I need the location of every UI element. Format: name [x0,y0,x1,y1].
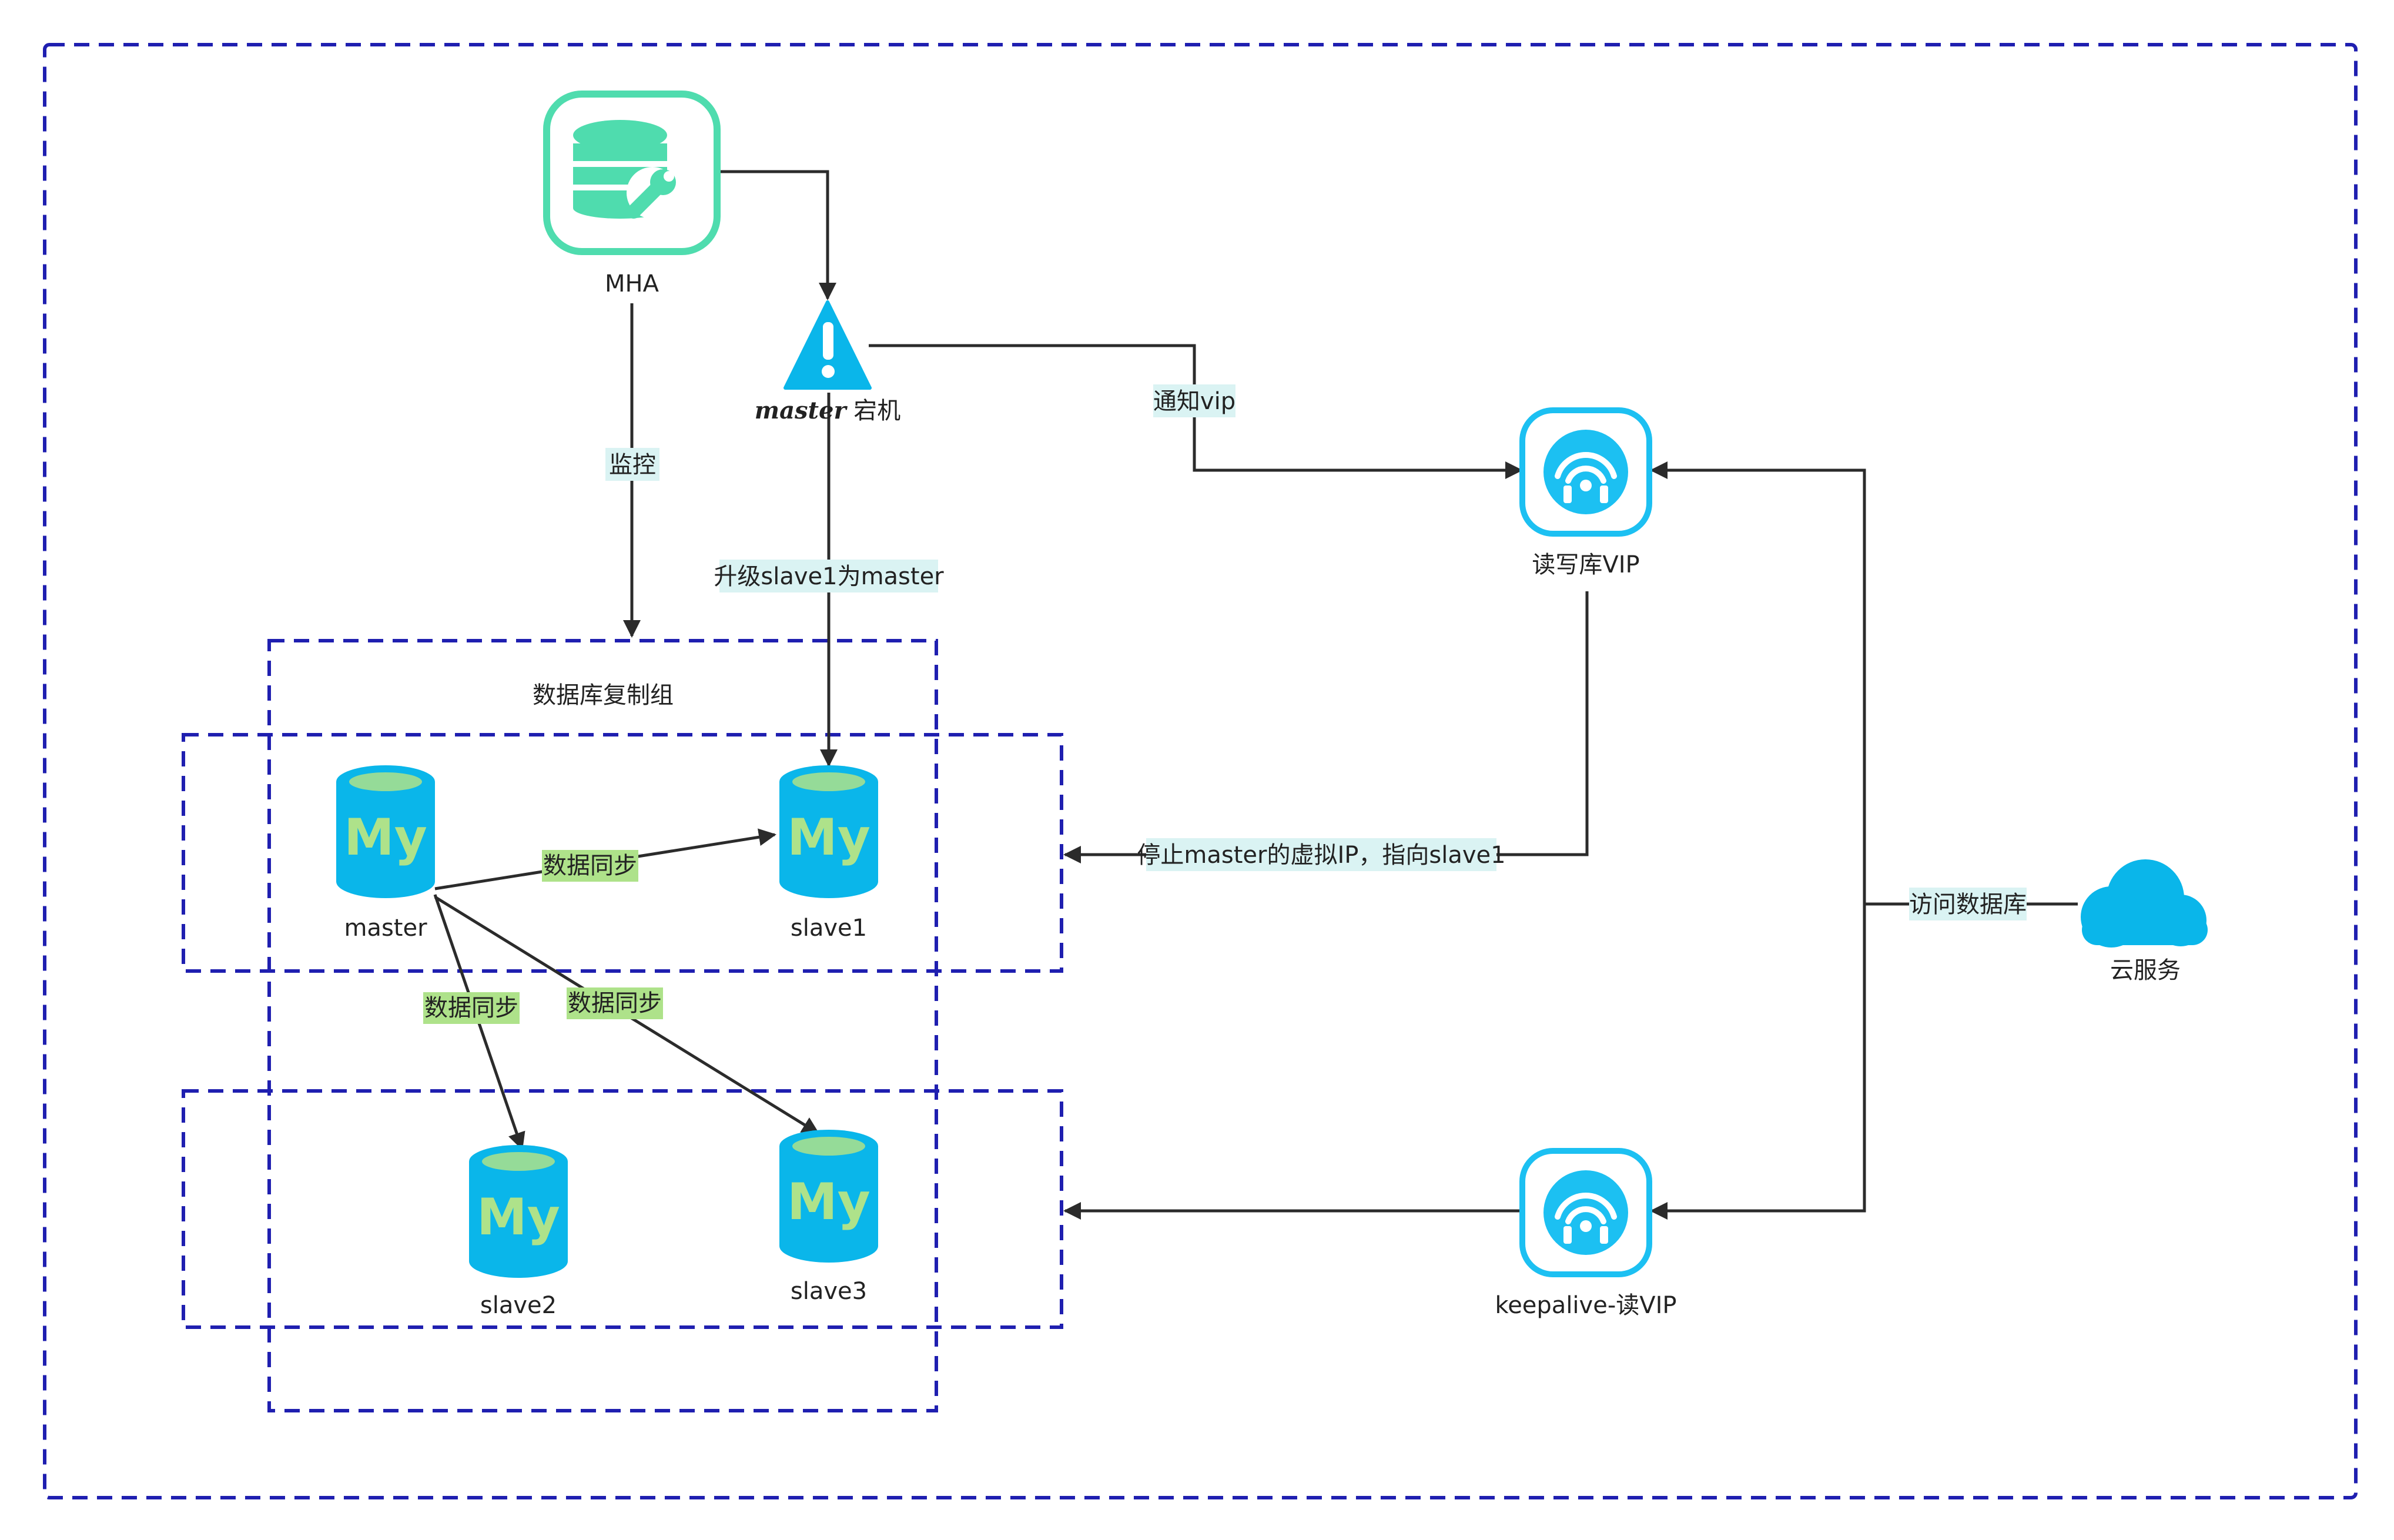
cloud-icon [2081,859,2208,948]
read-vip-label: keepalive-读VIP [1495,1292,1676,1319]
replication-group: 数据库复制组 [267,639,938,1412]
svg-text:数据同步: 数据同步 [424,995,518,1022]
network-signal-icon [1543,1170,1628,1255]
db-slave3-label: slave3 [791,1278,867,1305]
edge-mha-to-master-down [718,170,836,300]
cloud-node: 云服务 [2081,859,2208,984]
primary-row-box [182,733,1063,973]
master-down-node: master 宕机 [755,300,900,424]
mysql-cylinder-icon: My [469,1145,568,1278]
svg-text:My: My [344,808,427,867]
rw-vip-node: 读写库VIP [1519,407,1652,578]
master-down-label: master 宕机 [755,397,900,424]
db-master: My master [336,765,435,942]
db-slave3: My slave3 [779,1130,878,1305]
replica-row-box [182,1089,1063,1329]
svg-text:My: My [787,808,870,867]
mysql-cylinder-icon: My [779,1130,878,1263]
svg-text:升级slave1为master: 升级slave1为master [714,563,944,590]
edge-access-rw [1650,461,1866,904]
mha-node: MHA [543,91,721,297]
edge-access-read [1650,904,1866,1220]
edge-label-access-db: 访问数据库 [1909,888,2027,920]
edge-label-monitor: 监控 [605,448,659,481]
edge-label-stop-vip: 停止master的虚拟IP，指向slave1 [1137,838,1506,871]
svg-text:My: My [787,1173,870,1231]
database-wrench-icon [573,120,678,219]
db-slave1: My slave1 [779,765,878,942]
replication-group-label: 数据库复制组 [533,682,674,709]
svg-text:My: My [477,1188,560,1247]
warning-triangle-icon [784,300,872,390]
db-slave1-label: slave1 [791,915,867,942]
mysql-cylinder-icon: My [336,765,435,898]
db-slave2: My slave2 [469,1145,568,1319]
network-signal-icon [1543,430,1628,514]
svg-text:监控: 监控 [609,451,656,478]
edge-label-sync-slave2: 数据同步 [423,992,520,1024]
mysql-cylinder-icon: My [779,765,878,898]
rw-vip-label: 读写库VIP [1532,551,1639,578]
edge-label-notify-vip: 通知vip [1153,384,1235,417]
outer-frame [43,43,2358,1499]
db-slave2-label: slave2 [480,1292,557,1319]
svg-text:访问数据库: 访问数据库 [1909,891,2027,918]
edge-label-promote: 升级slave1为master [714,560,944,592]
svg-text:数据同步: 数据同步 [568,990,662,1017]
edge-label-sync-slave1: 数据同步 [542,850,638,882]
replication-group-box [267,639,938,1412]
svg-text:停止master的虚拟IP，指向slave1: 停止master的虚拟IP，指向slave1 [1137,842,1505,869]
mha-label: MHA [605,270,659,297]
db-master-label: master [344,915,427,942]
edge-label-sync-slave3: 数据同步 [567,987,663,1019]
cloud-label: 云服务 [2110,957,2181,984]
svg-text:通知vip: 通知vip [1153,388,1235,415]
svg-text:数据同步: 数据同步 [543,852,637,879]
edge-stop-vip [1063,591,1589,863]
read-vip-node: keepalive-读VIP [1495,1148,1677,1319]
